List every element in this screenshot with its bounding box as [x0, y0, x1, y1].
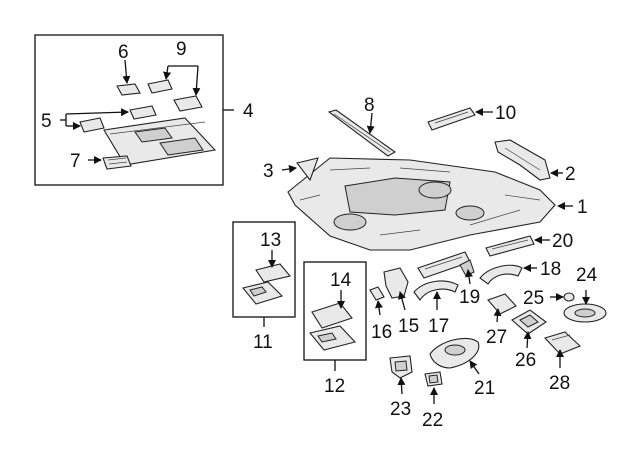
callout-17: 17: [428, 316, 449, 337]
part-23-housing: 23: [389, 355, 413, 420]
part-13-visor: 13: [242, 230, 291, 305]
part-22-housing: 22: [422, 371, 443, 431]
part-16-clip: 16: [369, 286, 392, 343]
callout-11: 11: [253, 332, 273, 353]
callout-23: 23: [390, 399, 411, 420]
part-20-rail: 20: [485, 231, 573, 257]
callout-22: 22: [422, 410, 443, 431]
part-5-clips: 5: [41, 105, 157, 133]
callout-10: 10: [495, 103, 516, 124]
callout-8: 8: [364, 95, 375, 116]
part-6-lens: 6: [116, 42, 141, 96]
part-28-lamp: 28: [543, 331, 582, 394]
callout-4: 4: [243, 101, 254, 122]
part-17-handle: 17: [413, 280, 459, 337]
callout-9: 9: [176, 39, 187, 60]
part-18-handle: 18: [479, 259, 561, 285]
part-14-visor: 14: [309, 270, 357, 351]
callout-25: 25: [523, 288, 544, 309]
callout-16: 16: [371, 322, 392, 343]
callout-12: 12: [324, 376, 345, 397]
callout-21: 21: [474, 378, 495, 399]
part-24-lamp: 24: [563, 265, 607, 323]
part-25-bulb: 25: [523, 288, 575, 309]
callout-1: 1: [577, 197, 588, 218]
callout-28: 28: [549, 373, 570, 394]
part-19-rail: 19: [417, 251, 480, 308]
callout-27: 27: [486, 327, 507, 348]
callout-24: 24: [576, 265, 598, 286]
part-8-rail: 8: [327, 95, 397, 157]
part-7-cover: 7: [70, 151, 132, 172]
callout-18: 18: [540, 259, 561, 280]
part-27-lamp: 27: [486, 293, 517, 348]
part-15-holder: 15: [383, 267, 419, 337]
callout-14: 14: [330, 270, 352, 291]
part-1-headliner: 1: [287, 157, 588, 251]
callout-7: 7: [70, 151, 81, 172]
callout-13: 13: [260, 230, 281, 251]
callout-2: 2: [565, 164, 576, 185]
part-26-lamp: 26: [511, 309, 547, 371]
callout-26: 26: [515, 350, 536, 371]
part-3-bracket: 3: [263, 157, 319, 182]
callout-20: 20: [552, 231, 573, 252]
callout-5: 5: [41, 111, 52, 132]
callout-15: 15: [398, 316, 419, 337]
part-21-console: 21: [429, 337, 495, 399]
callout-6: 6: [118, 42, 129, 63]
callout-19: 19: [459, 287, 480, 308]
part-10-rail: 10: [427, 103, 516, 131]
callout-3: 3: [263, 161, 274, 182]
inset-headliner: [103, 117, 217, 166]
part-2-trim: 2: [494, 139, 576, 185]
part-9-lenses: 9: [147, 39, 203, 112]
